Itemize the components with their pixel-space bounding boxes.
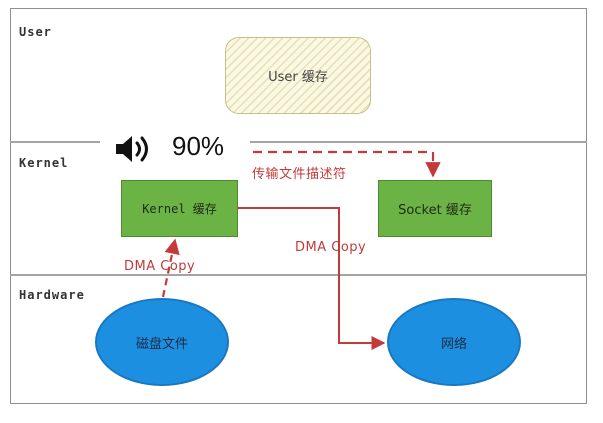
- socket-cache-node: Socket 缓存: [378, 180, 492, 237]
- speaker-icon: [116, 136, 148, 162]
- kernel-cache-node: Kernel 缓存: [121, 180, 238, 237]
- user-cache-node: User 缓存: [225, 37, 371, 114]
- network-node: 网络: [387, 298, 521, 386]
- layer-label-kernel: Kernel: [19, 156, 69, 170]
- volume-indicator: 90%: [100, 119, 250, 179]
- descriptor-arrow: [238, 150, 441, 178]
- socket-cache-label: Socket 缓存: [398, 203, 472, 218]
- layer-divider-hardware: [10, 274, 587, 276]
- dma-copy-right-label: DMA Copy: [295, 240, 367, 255]
- network-label: 网络: [440, 336, 467, 352]
- kernel-cache-label: Kernel 缓存: [142, 202, 217, 216]
- dma-copy-left-label: DMA Copy: [124, 259, 196, 274]
- layer-label-hardware: Hardware: [19, 288, 85, 302]
- volume-percent: 90%: [172, 131, 225, 161]
- kernel-to-network-arrow: [238, 207, 386, 350]
- descriptor-label: 传输文件描述符: [252, 167, 347, 182]
- layer-label-user: User: [19, 25, 52, 39]
- disk-to-kernel-arrow: [161, 238, 180, 298]
- layer-divider-kernel: [10, 141, 587, 143]
- disk-file-node: 磁盘文件: [95, 298, 229, 386]
- user-cache-label: User 缓存: [268, 70, 328, 85]
- disk-file-label: 磁盘文件: [135, 336, 188, 352]
